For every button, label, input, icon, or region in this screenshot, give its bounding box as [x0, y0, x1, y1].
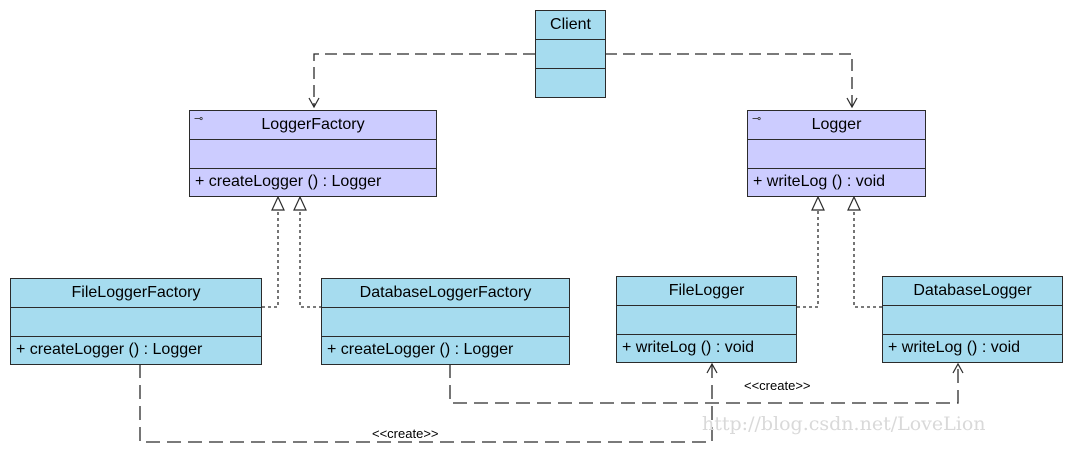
interface-icon: ⊸ [194, 113, 204, 125]
realization-filelogger [797, 195, 825, 308]
realization-databaselogger [847, 195, 882, 308]
fileloggerfactory-class[interactable]: FileLoggerFactory + createLogger () : Lo… [10, 278, 262, 365]
databaselogger-class[interactable]: DatabaseLogger + writeLog () : void [882, 276, 1063, 363]
dependency-client-logger [605, 53, 858, 109]
attributes-compartment [190, 140, 436, 169]
create-dependency-filelogger [139, 362, 718, 443]
attributes-compartment [11, 308, 261, 337]
client-class[interactable]: Client [535, 10, 606, 98]
loggerfactory-interface[interactable]: ⊸ LoggerFactory + createLogger () : Logg… [189, 110, 437, 197]
watermark: http://blog.csdn.net/LoveLion [702, 413, 986, 435]
class-name: FileLogger [617, 277, 796, 306]
operation: + writeLog () : void [888, 339, 1021, 356]
class-name-section: ⊸ Logger [748, 111, 925, 140]
create-dependency-databaselogger [449, 362, 964, 404]
create-label: <<create>> [372, 426, 439, 441]
attributes-compartment [322, 308, 569, 337]
class-name: Logger [811, 116, 862, 133]
dependency-client-loggerfactory [308, 53, 535, 109]
class-name: Client [536, 11, 605, 40]
filelogger-class[interactable]: FileLogger + writeLog () : void [616, 276, 797, 363]
operation: + createLogger () : Logger [16, 341, 203, 358]
attributes-compartment [748, 140, 925, 169]
operation: + createLogger () : Logger [195, 173, 382, 190]
attributes-compartment [536, 40, 605, 69]
class-name: DatabaseLoggerFactory [322, 279, 569, 308]
operation: + writeLog () : void [753, 173, 886, 190]
attributes-compartment [883, 306, 1062, 335]
operation: + createLogger () : Logger [327, 341, 514, 358]
attributes-compartment [617, 306, 796, 335]
create-label: <<create>> [744, 378, 811, 393]
realization-fileloggerfactory [262, 195, 285, 308]
realization-databaseloggerfactory [293, 195, 322, 308]
logger-interface[interactable]: ⊸ Logger + writeLog () : void [747, 110, 926, 197]
class-name: LoggerFactory [261, 116, 365, 133]
interface-icon: ⊸ [752, 113, 762, 125]
class-name: FileLoggerFactory [11, 279, 261, 308]
databaseloggerfactory-class[interactable]: DatabaseLoggerFactory + createLogger () … [321, 278, 570, 365]
operation: + writeLog () : void [622, 339, 755, 356]
operations-compartment [536, 69, 605, 97]
class-name: DatabaseLogger [883, 277, 1062, 306]
class-name-section: ⊸ LoggerFactory [190, 111, 436, 140]
